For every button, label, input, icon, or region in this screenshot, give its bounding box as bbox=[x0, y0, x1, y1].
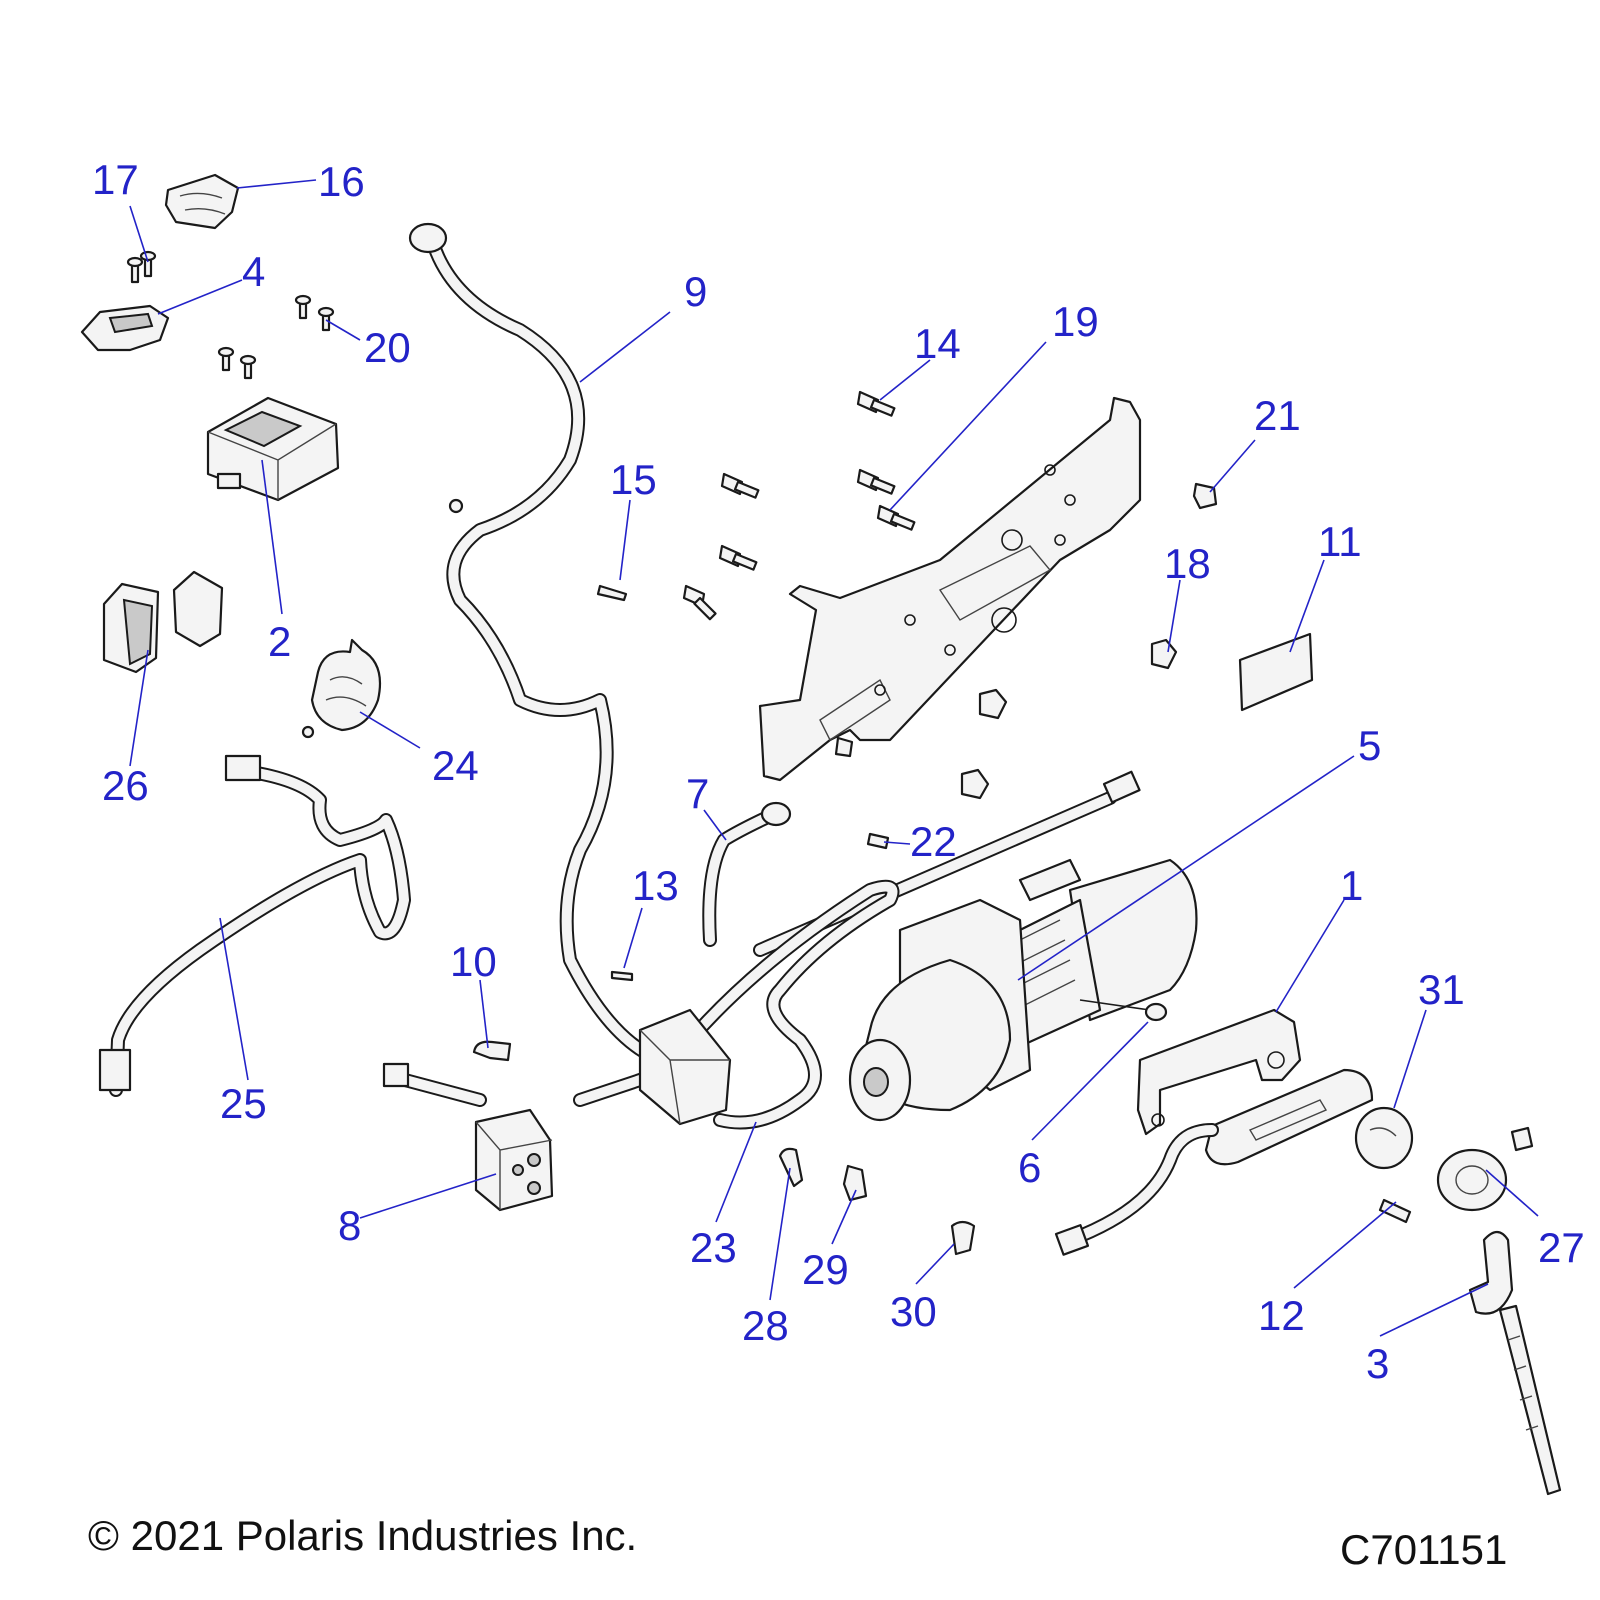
part-12-bolt bbox=[1378, 1198, 1412, 1224]
callout-12: 12 bbox=[1258, 1292, 1305, 1339]
callout-8: 8 bbox=[338, 1202, 361, 1249]
callout-6: 6 bbox=[1018, 1144, 1041, 1191]
callout-4: 4 bbox=[242, 248, 265, 295]
part-18-nut bbox=[834, 638, 1178, 800]
callout-5: 5 bbox=[1358, 722, 1381, 769]
copyright-notice: © 2021 Polaris Industries Inc. bbox=[88, 1512, 638, 1559]
callout-30: 30 bbox=[890, 1288, 937, 1335]
callout-21: 21 bbox=[1254, 392, 1301, 439]
part-19-plate bbox=[758, 396, 1142, 782]
callout-7: 7 bbox=[686, 770, 709, 817]
part-23-harness bbox=[573, 879, 900, 1130]
callout-11: 11 bbox=[1318, 518, 1362, 565]
part-21-bolt bbox=[1192, 482, 1218, 510]
callout-25: 25 bbox=[220, 1080, 267, 1127]
part-6-winch bbox=[848, 858, 1198, 1122]
part-28-strap bbox=[778, 1147, 804, 1188]
part-3-hook bbox=[1468, 1230, 1562, 1496]
part-2-module bbox=[206, 396, 340, 502]
callout-28: 28 bbox=[742, 1302, 789, 1349]
part-31-stopper bbox=[1354, 1106, 1414, 1170]
callout-1: 1 bbox=[1340, 862, 1363, 909]
callout-2: 2 bbox=[268, 618, 291, 665]
callout-26: 26 bbox=[102, 762, 149, 809]
part-20-screws bbox=[217, 294, 335, 380]
part-30-clip bbox=[950, 1220, 976, 1256]
part-29-clip bbox=[842, 1164, 868, 1202]
callout-23: 23 bbox=[690, 1224, 737, 1271]
part-7-cable bbox=[702, 801, 792, 947]
winch-rope bbox=[1054, 1123, 1219, 1256]
part-9-cable bbox=[408, 222, 667, 1067]
callout-24: 24 bbox=[432, 742, 479, 789]
callout-13: 13 bbox=[632, 862, 679, 909]
callout-22: 22 bbox=[910, 818, 957, 865]
callout-16: 16 bbox=[318, 158, 365, 205]
callout-10: 10 bbox=[450, 938, 497, 985]
diagram-code: C701151 bbox=[1340, 1526, 1508, 1573]
part-4-housing bbox=[80, 304, 170, 352]
part-11-label bbox=[1238, 632, 1314, 712]
part-16-cover bbox=[164, 173, 240, 230]
part-27-stopper bbox=[1436, 1126, 1534, 1212]
callout-18: 18 bbox=[1164, 540, 1211, 587]
fairlead bbox=[1204, 1068, 1374, 1166]
part-17-screws bbox=[126, 250, 157, 284]
callout-14: 14 bbox=[914, 320, 961, 367]
part-24-knob bbox=[301, 638, 382, 739]
part-15-pin bbox=[596, 584, 628, 602]
part-22-screw bbox=[866, 832, 890, 850]
callout-29: 29 bbox=[802, 1246, 849, 1293]
callout-17: 17 bbox=[92, 156, 139, 203]
callout-3: 3 bbox=[1366, 1340, 1389, 1387]
part-14-bolts bbox=[682, 390, 916, 621]
part-25-harness bbox=[98, 754, 411, 1097]
part-13-pin bbox=[610, 970, 634, 982]
callout-labels: 1 2 3 4 5 6 7 8 9 10 11 12 13 14 15 16 1… bbox=[92, 156, 1585, 1387]
callout-15: 15 bbox=[610, 456, 657, 503]
part-1-bracket bbox=[1136, 1008, 1302, 1136]
callout-9: 9 bbox=[684, 268, 707, 315]
part-26-switch bbox=[102, 570, 224, 674]
callout-27: 27 bbox=[1538, 1224, 1585, 1271]
part-10-clip bbox=[472, 1040, 512, 1062]
callout-19: 19 bbox=[1052, 298, 1099, 345]
leader-lines bbox=[129, 179, 1539, 1337]
callout-20: 20 bbox=[364, 324, 411, 371]
part-8-contactor bbox=[382, 1062, 554, 1212]
callout-31: 31 bbox=[1418, 966, 1465, 1013]
